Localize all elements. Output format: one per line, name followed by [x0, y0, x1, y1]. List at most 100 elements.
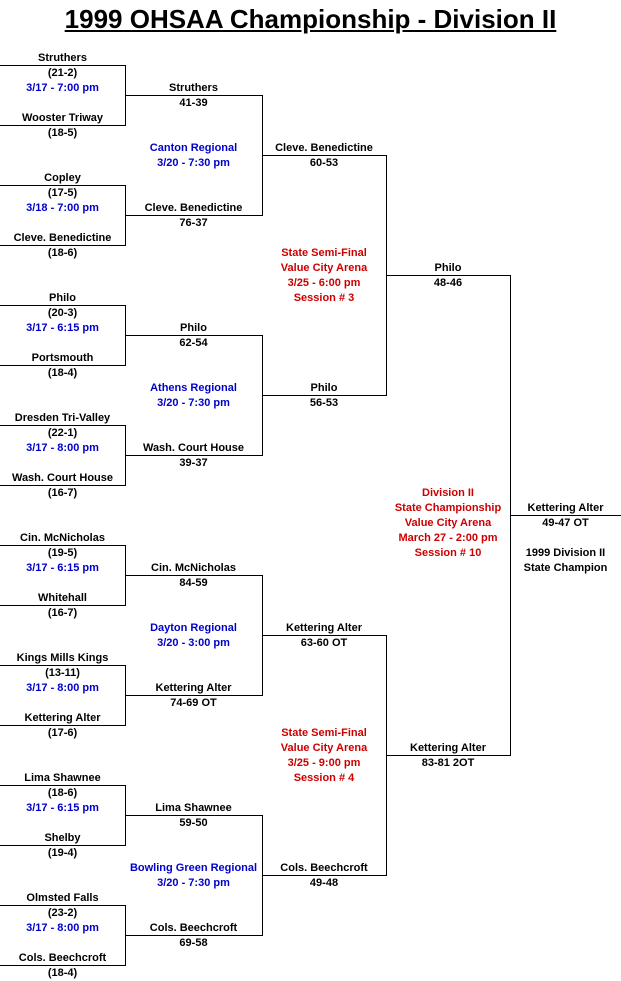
- game-time: 3/17 - 6:15 pm: [26, 562, 99, 574]
- winner-score: 84-59: [179, 577, 208, 589]
- winner-team: Philo: [180, 322, 207, 334]
- team-record: (18-4): [47, 967, 78, 979]
- champion-caption: 1999 Division II: [525, 547, 606, 559]
- winner-team: Kettering Alter: [286, 622, 362, 634]
- final-time: March 27 - 2:00 pm: [398, 532, 498, 544]
- team-record: (17-5): [47, 187, 78, 199]
- team-name: Kettering Alter: [24, 712, 101, 724]
- team-name: Dresden Tri-Valley: [14, 412, 111, 424]
- winner-team: Cleve. Benedictine: [275, 142, 373, 154]
- winner-score: 59-50: [179, 817, 208, 829]
- winner-score: 56-53: [309, 397, 339, 409]
- team-record: (13-11): [45, 667, 80, 679]
- bracket-line: [386, 275, 511, 756]
- winner-score: 41-39: [179, 97, 208, 109]
- regional-time: 3/20 - 7:30 pm: [157, 877, 230, 889]
- winner-team: Lima Shawnee: [155, 802, 232, 814]
- team-record: (19-4): [47, 847, 78, 859]
- game-time: 3/17 - 6:15 pm: [26, 322, 99, 334]
- regional-time: 3/20 - 3:00 pm: [157, 637, 230, 649]
- semifinal-title: State Semi-Final: [281, 247, 367, 259]
- game-time: 3/17 - 8:00 pm: [26, 682, 99, 694]
- winner-score: 63-60 OT: [300, 637, 348, 649]
- bracket-line: [262, 635, 387, 876]
- final-division: Division II: [422, 487, 474, 499]
- regional-name: Athens Regional: [150, 382, 237, 394]
- team-name: Cols. Beechcroft: [18, 952, 107, 964]
- winner-team: Kettering Alter: [410, 742, 486, 754]
- winner-team: Cols. Beechcroft: [149, 922, 238, 934]
- regional-time: 3/20 - 7:30 pm: [157, 397, 230, 409]
- semifinal-session: Session # 3: [293, 292, 355, 304]
- semifinal-session: Session # 4: [293, 772, 355, 784]
- game-time: 3/18 - 7:00 pm: [26, 202, 99, 214]
- semifinal-title: State Semi-Final: [281, 727, 367, 739]
- team-record: (23-2): [47, 907, 78, 919]
- winner-team: Philo: [310, 382, 338, 394]
- winner-score: 76-37: [179, 217, 208, 229]
- winner-score: 62-54: [179, 337, 208, 349]
- regional-name: Dayton Regional: [150, 622, 237, 634]
- final-venue: Value City Arena: [404, 517, 492, 529]
- winner-score: 39-37: [179, 457, 208, 469]
- bracket-line: [125, 815, 263, 936]
- champion-caption: State Champion: [523, 562, 608, 574]
- winner-score: 74-69 OT: [170, 697, 217, 709]
- winner-team: Cols. Beechcroft: [280, 862, 368, 874]
- semifinal-time: 3/25 - 9:00 pm: [287, 757, 361, 769]
- winner-team: Philo: [434, 262, 462, 274]
- team-record: (17-6): [47, 727, 78, 739]
- game-time: 3/17 - 7:00 pm: [26, 82, 99, 94]
- winner-score: 48-46: [433, 277, 463, 289]
- regional-name: Canton Regional: [149, 142, 238, 154]
- winner-team: Kettering Alter: [155, 682, 232, 694]
- team-record: (18-5): [47, 127, 78, 139]
- champion-score: 49-47 OT: [542, 517, 589, 529]
- team-record: (22-1): [47, 427, 78, 439]
- team-record: (16-7): [47, 487, 78, 499]
- game-time: 3/17 - 6:15 pm: [26, 802, 99, 814]
- team-name: Philo: [49, 292, 76, 304]
- team-name: Wooster Triway: [21, 112, 104, 124]
- team-name: Wash. Court House: [11, 472, 114, 484]
- champion-team: Kettering Alter: [527, 502, 604, 514]
- semifinal-venue: Value City Arena: [280, 262, 368, 274]
- winner-team: Cleve. Benedictine: [144, 202, 243, 214]
- semifinal-venue: Value City Arena: [280, 742, 368, 754]
- team-name: Olmsted Falls: [26, 892, 99, 904]
- team-record: (16-7): [47, 607, 78, 619]
- team-record: (18-4): [47, 367, 78, 379]
- team-record: (18-6): [47, 787, 78, 799]
- regional-name: Bowling Green Regional: [129, 862, 258, 874]
- team-name: Copley: [44, 172, 81, 184]
- winner-team: Struthers: [169, 82, 218, 94]
- team-name: Cin. McNicholas: [20, 532, 105, 544]
- bracket-line: [125, 575, 263, 696]
- regional-time: 3/20 - 7:30 pm: [157, 157, 230, 169]
- semifinal-time: 3/25 - 6:00 pm: [287, 277, 361, 289]
- team-name: Cleve. Benedictine: [13, 232, 112, 244]
- team-name: Whitehall: [38, 592, 87, 604]
- team-record: (21-2): [47, 67, 78, 79]
- page-title: 1999 OHSAA Championship - Division II: [64, 4, 557, 34]
- bracket-line: [262, 155, 387, 396]
- final-title: State Championship: [394, 502, 502, 514]
- team-name: Shelby: [44, 832, 81, 844]
- game-time: 3/17 - 8:00 pm: [26, 442, 99, 454]
- team-name: Struthers: [38, 52, 87, 64]
- team-name: Lima Shawnee: [24, 772, 101, 784]
- bracket-line: [125, 95, 263, 216]
- game-time: 3/17 - 8:00 pm: [26, 922, 99, 934]
- winner-score: 83-81 2OT: [421, 757, 475, 769]
- team-name: Portsmouth: [31, 352, 94, 364]
- winner-team: Wash. Court House: [142, 442, 245, 454]
- winner-score: 60-53: [309, 157, 339, 169]
- winner-score: 69-58: [179, 937, 208, 949]
- winner-team: Cin. McNicholas: [151, 562, 236, 574]
- team-record: (20-3): [47, 307, 78, 319]
- team-record: (18-6): [47, 247, 78, 259]
- bracket-line: [125, 335, 263, 456]
- team-name: Kings Mills Kings: [16, 652, 109, 664]
- winner-score: 49-48: [309, 877, 339, 889]
